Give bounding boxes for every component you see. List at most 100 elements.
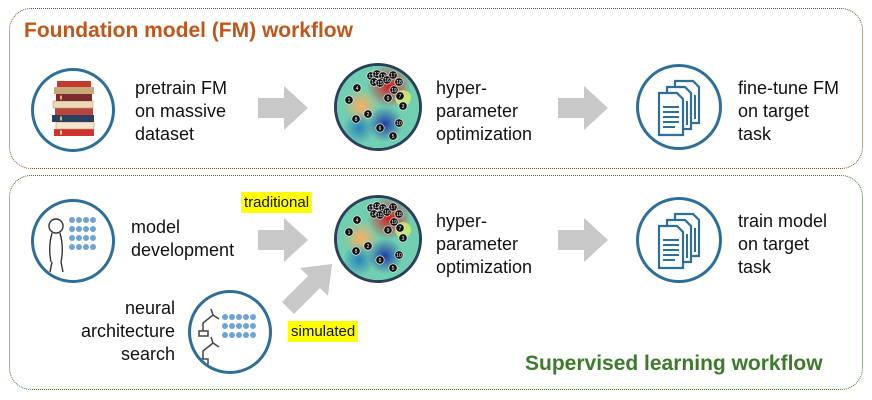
sl-step3-line2: on target [738,234,810,254]
svg-text:9: 9 [387,96,390,102]
svg-text:3: 3 [402,236,405,242]
svg-text:14: 14 [371,212,377,218]
sample-point: 17 [388,202,398,212]
fm-step3-line2: on target [738,101,810,121]
sample-point: 16 [382,207,392,217]
fm-step2-label: hyper- parameter optimization [436,77,532,146]
svg-text:6: 6 [379,258,382,264]
sample-point: 1 [344,95,354,105]
sample-point: 7 [395,91,405,101]
svg-text:3: 3 [402,104,405,110]
sl-nas-label: neural architecture search [68,297,175,366]
svg-text:16: 16 [384,78,390,84]
sample-point: 5 [388,131,398,141]
sl-step3-line3: task [738,257,772,277]
svg-text:5: 5 [392,134,395,140]
sl-workflow-title: Supervised learning workflow [525,352,823,375]
robot-arms-icon [188,290,272,374]
sl-nas-line2: architecture [80,321,175,341]
svg-text:11: 11 [368,206,373,212]
person-network-icon [31,199,115,283]
svg-text:12: 12 [374,72,380,78]
sl-nas-line3: search [120,344,175,364]
sample-point: 7 [395,223,405,233]
svg-text:8: 8 [355,117,358,123]
svg-text:2: 2 [367,244,370,250]
arrow-icon [282,264,332,314]
documents-icon [636,64,722,150]
sample-point: 3 [398,233,408,243]
sample-point: 6 [375,255,385,265]
sample-point: 8 [351,246,361,256]
sample-point: 19 [389,85,399,95]
sample-point: 18 [394,209,404,219]
sample-point: 18 [394,77,404,87]
sl-modeldev-line1: model [131,217,181,237]
svg-text:5: 5 [392,266,395,272]
fm-step1-label: pretrain FM on massive dataset [135,77,227,146]
svg-text:2: 2 [367,112,370,118]
fm-workflow-title: Foundation model (FM) workflow [24,19,353,42]
sample-point: 16 [382,75,392,85]
fm-step3-label: fine-tune FM on target task [738,77,839,146]
sample-point: 2 [363,109,373,119]
svg-text:13: 13 [380,206,386,212]
fm-workflow-panel [9,8,863,169]
fm-step1-line1: pretrain FM [135,78,228,98]
svg-text:19: 19 [391,88,397,94]
svg-text:14: 14 [371,80,377,86]
sample-point: 5 [388,263,398,273]
sl-workflow-panel [9,175,863,390]
fm-step3-line3: task [738,124,772,144]
sample-point: 9 [383,93,393,103]
sample-point: 2 [363,241,373,251]
fm-step2-line2: parameter [436,101,519,121]
svg-text:15: 15 [377,81,383,87]
fm-step3-line1: fine-tune FM [738,78,840,98]
svg-text:18: 18 [396,80,402,86]
svg-text:13: 13 [380,74,386,80]
sl-step3-label: train model on target task [738,210,827,279]
arrow-icon [258,86,308,130]
svg-text:18: 18 [396,212,402,218]
documents-icon [636,197,722,283]
sample-point: 4 [352,215,362,225]
arrow-icon [258,218,308,262]
sample-point: 6 [375,123,385,133]
sample-point: 19 [389,217,399,227]
svg-text:8: 8 [355,249,358,255]
sample-point: 1 [344,227,354,237]
svg-text:10: 10 [396,253,402,259]
sample-point: 9 [383,225,393,235]
traditional-highlight: traditional [241,192,313,213]
svg-text:15: 15 [377,213,383,219]
svg-text:4: 4 [356,86,359,92]
svg-text:10: 10 [396,121,402,127]
svg-text:7: 7 [399,226,402,232]
svg-text:7: 7 [399,94,402,100]
sl-step2-line2: parameter [436,234,519,254]
svg-text:17: 17 [390,205,396,211]
sl-modeldev-label: model development [131,216,234,262]
svg-text:6: 6 [379,126,382,132]
svg-text:4: 4 [356,218,359,224]
arrow-icon [558,218,608,262]
sl-step2-line3: optimization [436,257,533,277]
sample-point: 3 [398,101,408,111]
sl-nas-line1: neural [124,298,175,318]
fm-step2-line3: optimization [436,124,533,144]
sample-point: 10 [394,250,404,260]
sl-step3-line1: train model [738,211,828,231]
sample-point: 10 [394,118,404,128]
fm-step2-line1: hyper- [436,78,488,98]
svg-text:19: 19 [391,220,397,226]
svg-text:1: 1 [348,98,351,104]
svg-text:1: 1 [348,230,351,236]
sample-point: 8 [351,114,361,124]
fm-step1-line3: dataset [135,124,195,144]
books-icon [31,68,115,152]
svg-text:16: 16 [384,210,390,216]
sl-step2-line1: hyper- [436,211,488,231]
